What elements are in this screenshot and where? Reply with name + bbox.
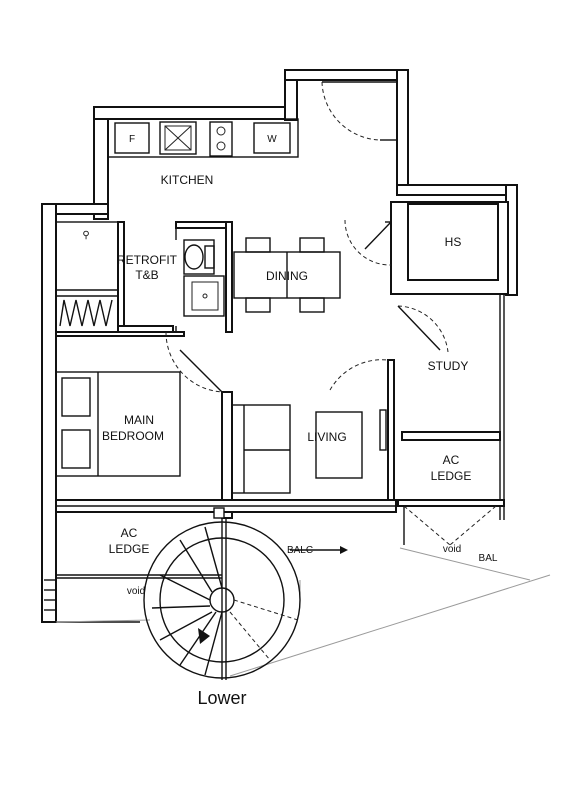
balcony-area — [44, 518, 551, 680]
kitchen-label: KITCHEN — [161, 173, 214, 187]
sofa — [231, 404, 291, 494]
room-labels: KITCHEN RETROFIT T&B DINING HS STUDY MAI… — [102, 173, 498, 597]
study-door — [397, 305, 449, 353]
retrofit-label-line2: T&B — [135, 268, 158, 282]
level-caption: Lower — [197, 688, 246, 708]
balcony-right-label: BAL — [479, 553, 498, 564]
balcony-label: BALC — [287, 545, 313, 556]
study-living-door — [329, 359, 389, 400]
basin-icon — [183, 275, 225, 317]
shower-icon: ⚲ — [82, 230, 89, 241]
right-ledge — [403, 505, 497, 546]
main-bedroom-label-line1: MAIN — [124, 413, 154, 427]
sink-icon — [159, 121, 197, 155]
ac-ledge-right-line1: AC — [443, 453, 460, 467]
study-label: STUDY — [428, 359, 469, 373]
toilet-fixtures — [175, 228, 225, 317]
fridge-label: F — [129, 134, 135, 145]
bed — [55, 371, 181, 477]
entrance-door — [321, 79, 396, 141]
coffee-table — [315, 411, 363, 479]
ac-ledge-right-line2: LEDGE — [431, 469, 472, 483]
toilet-icon — [184, 244, 204, 270]
dining-table — [233, 237, 341, 313]
bedroom-door — [165, 326, 223, 393]
hs-door — [344, 219, 392, 266]
washer-label: W — [267, 134, 277, 145]
void-right-label: void — [443, 544, 461, 555]
ac-ledge-left-line2: LEDGE — [109, 542, 150, 556]
wardrobe: ⚲ — [55, 221, 119, 333]
living-label: LIVING — [307, 430, 346, 444]
main-bedroom-label-line2: BEDROOM — [102, 429, 164, 443]
void-left-label: void — [127, 586, 145, 597]
kitchen-counter: F W — [107, 118, 299, 158]
living-furniture — [231, 404, 387, 494]
tv-console — [379, 409, 387, 451]
spiral-staircase — [143, 521, 301, 679]
ac-ledge-left-line1: AC — [121, 526, 138, 540]
retrofit-label-line1: RETROFIT — [117, 253, 178, 267]
dining-label: DINING — [266, 269, 308, 283]
hs-label: HS — [445, 235, 462, 249]
internal-walls — [55, 221, 505, 519]
hob-icon — [209, 121, 233, 157]
outer-walls — [41, 69, 518, 623]
